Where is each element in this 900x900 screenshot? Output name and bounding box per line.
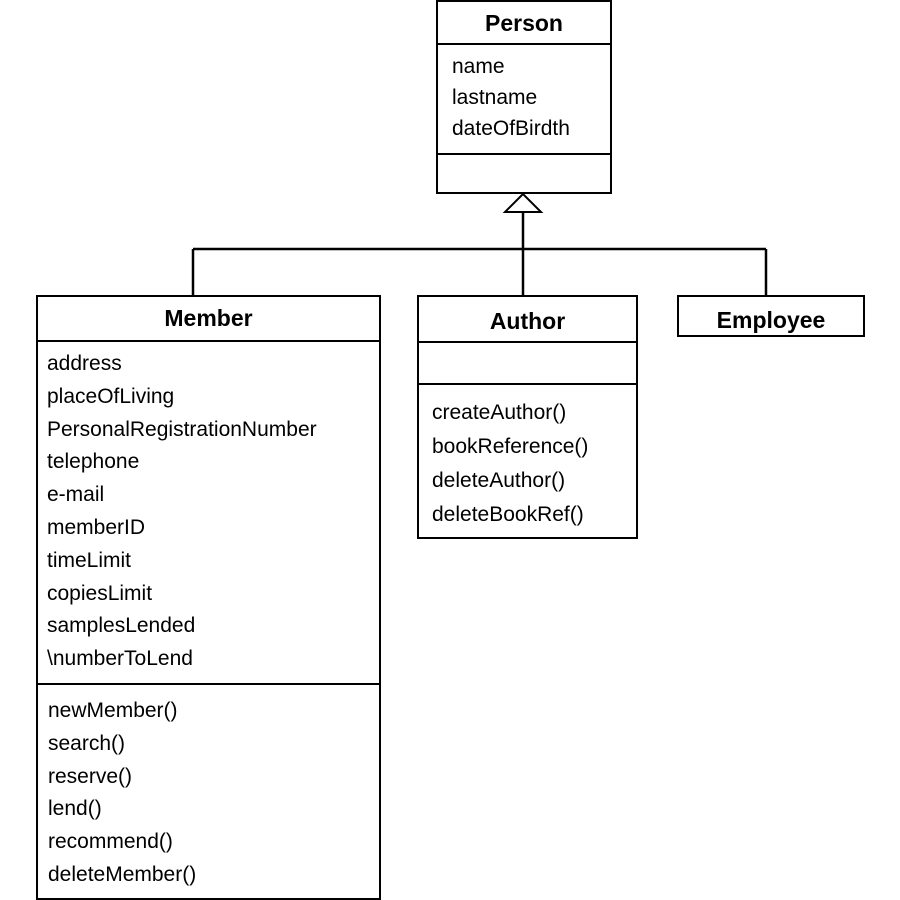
class-employee-name: Employee	[716, 307, 826, 333]
class-person-attributes: name lastname dateOfBirdth	[438, 45, 610, 155]
class-member-attribute: samplesLended	[47, 614, 196, 638]
class-member-operation: search()	[48, 731, 126, 755]
class-member-attribute: timeLimit	[47, 548, 132, 572]
generalization-arrowhead	[502, 192, 544, 213]
class-member: Member address placeOfLiving PersonalReg…	[36, 295, 381, 900]
class-person: Person name lastname dateOfBirdth	[436, 0, 612, 194]
class-member-name: Member	[38, 297, 379, 342]
class-member-attribute: telephone	[47, 450, 140, 474]
class-member-attribute: PersonalRegistrationNumber	[47, 417, 317, 441]
class-member-attribute: e-mail	[47, 483, 105, 507]
class-author-operation: createAuthor()	[432, 401, 567, 424]
class-person-operations	[438, 155, 610, 190]
class-member-attribute: copiesLimit	[47, 581, 153, 605]
class-person-attribute: lastname	[452, 86, 538, 109]
class-author-operations: createAuthor() bookReference() deleteAut…	[419, 385, 636, 532]
class-person-attribute: name	[452, 55, 505, 78]
class-member-attribute: memberID	[47, 515, 146, 539]
class-person-attribute: dateOfBirdth	[452, 117, 570, 140]
class-employee: Employee	[677, 295, 865, 337]
class-author-name: Author	[419, 297, 636, 343]
class-member-operation: deleteMember()	[48, 862, 197, 886]
class-member-operation: newMember()	[48, 699, 178, 722]
class-author: Author createAuthor() bookReference() de…	[417, 295, 638, 539]
class-member-operation: reserve()	[48, 764, 133, 788]
class-member-attributes: address placeOfLiving PersonalRegistrati…	[38, 342, 379, 685]
class-member-operation: recommend()	[48, 830, 173, 854]
class-author-operation: deleteAuthor()	[432, 469, 566, 492]
class-member-attribute: address	[47, 352, 122, 375]
class-member-operation: lend()	[48, 797, 102, 821]
class-person-name: Person	[438, 2, 610, 45]
class-member-attribute: placeOfLiving	[47, 384, 175, 408]
class-author-attributes	[419, 343, 636, 385]
class-member-attribute: \numberToLend	[47, 647, 193, 671]
class-author-operation: deleteBookRef()	[432, 503, 584, 526]
class-member-operations: newMember() search() reserve() lend() re…	[38, 685, 379, 892]
class-author-operation: bookReference()	[432, 435, 589, 458]
